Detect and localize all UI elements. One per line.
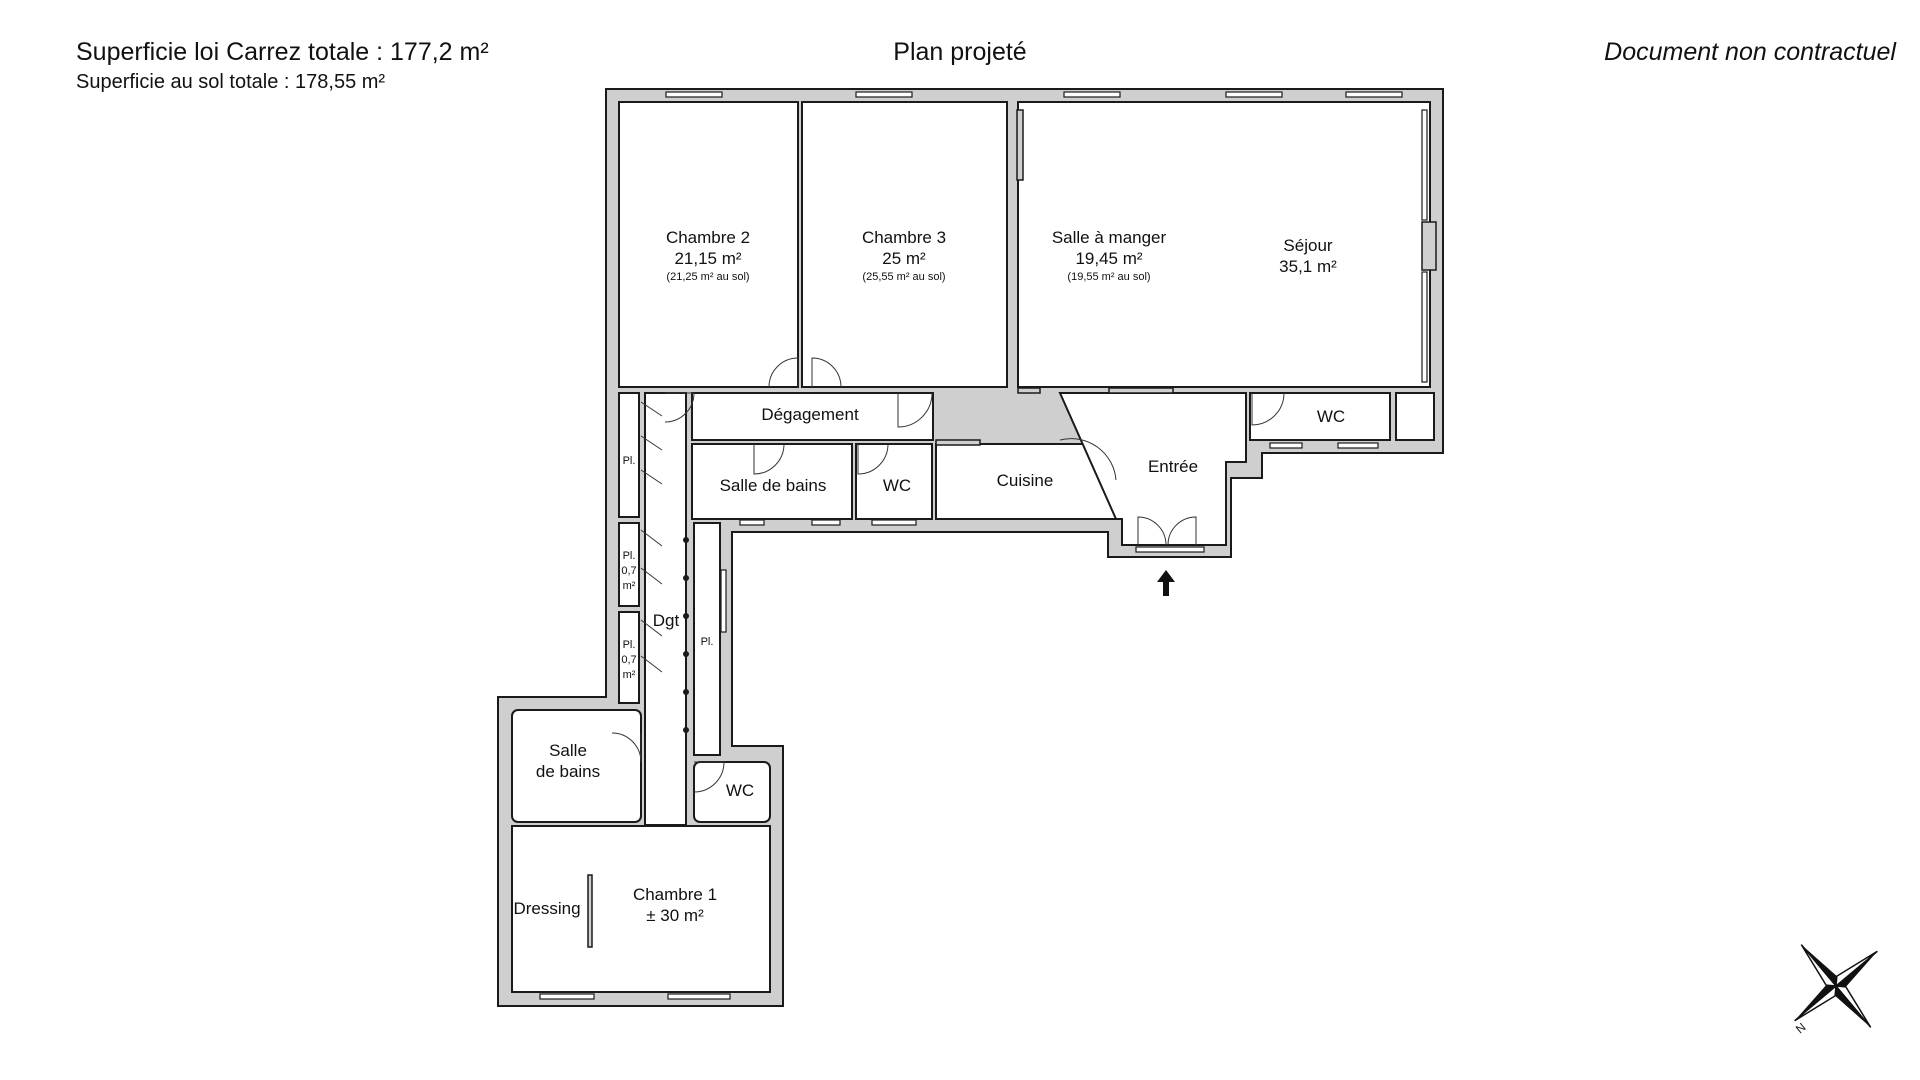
floor-area-salle-a-manger: (19,55 m² au sol) <box>1067 271 1150 283</box>
plan-title: Plan projeté <box>893 38 1027 66</box>
label-wc-south: WC <box>726 781 754 800</box>
room-placard-2 <box>618 522 640 607</box>
room-dgt <box>644 392 687 826</box>
compass-north-label: N <box>1793 1020 1809 1036</box>
kitchen-divider <box>935 439 981 446</box>
room-wc-center <box>855 443 933 520</box>
carrez-area-total: Superficie loi Carrez totale : 177,2 m² <box>76 38 489 66</box>
unit-placard-2: m² <box>623 580 636 592</box>
room-entree <box>1058 392 1247 546</box>
room-chambre-2 <box>618 101 799 388</box>
room-placard-1 <box>618 392 640 518</box>
area-placard-2: 0,7 <box>621 565 636 577</box>
compass-rose-icon <box>1794 944 1878 1028</box>
label-salle-de-bains-2-line2: de bains <box>536 762 600 781</box>
pillar-sejour <box>1421 221 1437 271</box>
room-chambre-3 <box>801 101 1008 388</box>
label-dgt: Dgt <box>653 611 680 630</box>
area-sejour: 35,1 m² <box>1279 257 1337 276</box>
floor-area-total: Superficie au sol totale : 178,55 m² <box>76 71 386 93</box>
room-chambre-1 <box>511 825 771 993</box>
label-degagement: Dégagement <box>761 405 859 424</box>
label-salle-de-bains-1: Salle de bains <box>720 476 827 495</box>
room-closet-east <box>1395 392 1435 441</box>
disclaimer: Document non contractuel <box>1604 38 1896 66</box>
living-divider-left <box>1017 387 1041 394</box>
windows <box>539 91 1428 1000</box>
area-chambre-1: ± 30 m² <box>646 906 704 925</box>
label-chambre-3: Chambre 3 <box>862 228 946 247</box>
label-salle-a-manger: Salle à manger <box>1052 228 1167 247</box>
label-placard-3: Pl. <box>623 639 636 651</box>
room-salle-de-bains-2 <box>511 709 642 823</box>
label-dressing: Dressing <box>513 899 580 918</box>
room-salle-a-manger-sejour <box>1017 101 1431 388</box>
label-salle-de-bains-2-line1: Salle <box>549 741 587 760</box>
label-wc-center: WC <box>883 476 911 495</box>
unit-placard-3: m² <box>623 669 636 681</box>
living-divider <box>1108 387 1174 394</box>
room-salle-de-bains-1 <box>691 443 853 520</box>
label-cuisine: Cuisine <box>997 471 1054 490</box>
entrance-arrow-icon <box>1157 570 1175 596</box>
label-sejour: Séjour <box>1283 236 1332 255</box>
door-swings <box>611 357 1285 793</box>
floor-area-chambre-2: (21,25 m² au sol) <box>666 271 749 283</box>
label-wc-east: WC <box>1317 407 1345 426</box>
area-chambre-2: 21,15 m² <box>674 249 741 268</box>
label-placard-4: Pl. <box>701 636 714 648</box>
partition-salle-sejour <box>1016 109 1024 181</box>
room-placard-4 <box>693 522 721 756</box>
room-placard-3 <box>618 611 640 704</box>
label-chambre-1: Chambre 1 <box>633 885 717 904</box>
area-placard-3: 0,7 <box>621 654 636 666</box>
floor-area-chambre-3: (25,55 m² au sol) <box>862 271 945 283</box>
label-placard-1: Pl. <box>623 455 636 467</box>
label-placard-2: Pl. <box>623 550 636 562</box>
label-entree: Entrée <box>1148 457 1198 476</box>
room-degagement <box>691 392 934 441</box>
dressing-divider <box>587 874 593 948</box>
label-chambre-2: Chambre 2 <box>666 228 750 247</box>
area-chambre-3: 25 m² <box>882 249 926 268</box>
area-salle-a-manger: 19,45 m² <box>1075 249 1142 268</box>
